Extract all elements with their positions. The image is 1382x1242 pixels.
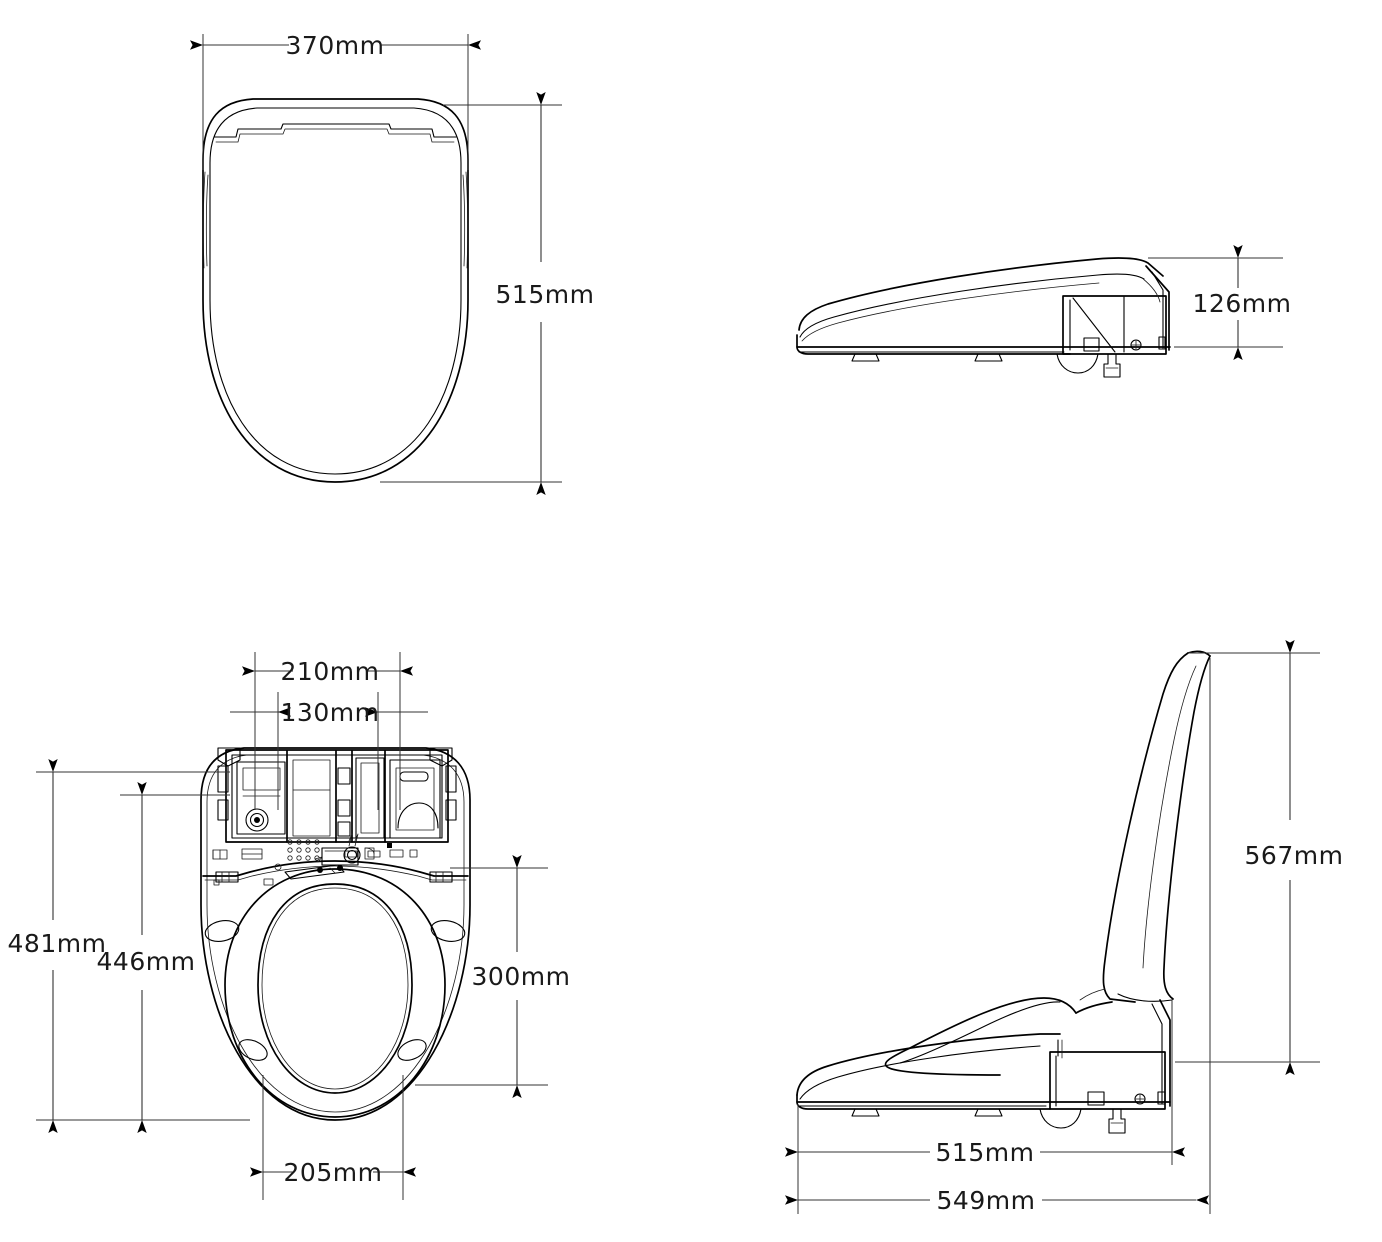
dimension-label-446mm: 446mm xyxy=(97,947,196,976)
dimension-126mm: 126mm xyxy=(1193,245,1292,360)
dimension-446mm: 446mm xyxy=(97,782,196,1133)
dimension-label-300mm: 300mm xyxy=(472,962,571,991)
dimension-549mm: 549mm xyxy=(785,1186,1209,1215)
dimension-370mm: 370mm xyxy=(190,31,481,60)
dimension-label-567mm: 567mm xyxy=(1245,841,1344,870)
seat-side-profile-closed xyxy=(796,257,1171,378)
bottom-view-group: 210mm 130mm 481mm 446mm xyxy=(8,652,571,1200)
dimension-130mm: 130mm xyxy=(232,698,425,727)
side-view-closed-group: 126mm xyxy=(796,245,1292,378)
lid-outline xyxy=(202,98,469,483)
dimension-label-481mm: 481mm xyxy=(8,929,107,958)
underside-outline xyxy=(200,747,471,1121)
dimension-210mm: 210mm xyxy=(242,657,413,686)
dimension-300mm: 300mm xyxy=(472,855,571,1098)
dimension-label-210mm: 210mm xyxy=(281,657,380,686)
vent-hole-grid xyxy=(287,839,320,861)
dimension-567mm: 567mm xyxy=(1245,640,1344,1075)
dimension-label-515mm-top-view: 515mm xyxy=(496,280,595,309)
dimension-label-205mm: 205mm xyxy=(284,1158,383,1187)
dimension-label-515mm-side-view: 515mm xyxy=(936,1138,1035,1167)
dimension-205mm: 205mm xyxy=(250,1158,416,1187)
dimension-label-549mm: 549mm xyxy=(937,1186,1036,1215)
dimension-label-130mm: 130mm xyxy=(281,698,380,727)
dimension-515mm-side-view: 515mm xyxy=(785,1138,1185,1167)
seat-side-profile-open xyxy=(796,650,1211,1134)
dimension-label-370mm: 370mm xyxy=(286,31,385,60)
top-view-group: 370mm 515mm xyxy=(190,31,595,495)
dimension-481mm: 481mm xyxy=(8,759,107,1133)
dimension-label-126mm: 126mm xyxy=(1193,289,1292,318)
dimension-515mm-top-view: 515mm xyxy=(496,92,595,495)
side-view-open-group: 567mm 515mm 549mm xyxy=(785,640,1344,1215)
